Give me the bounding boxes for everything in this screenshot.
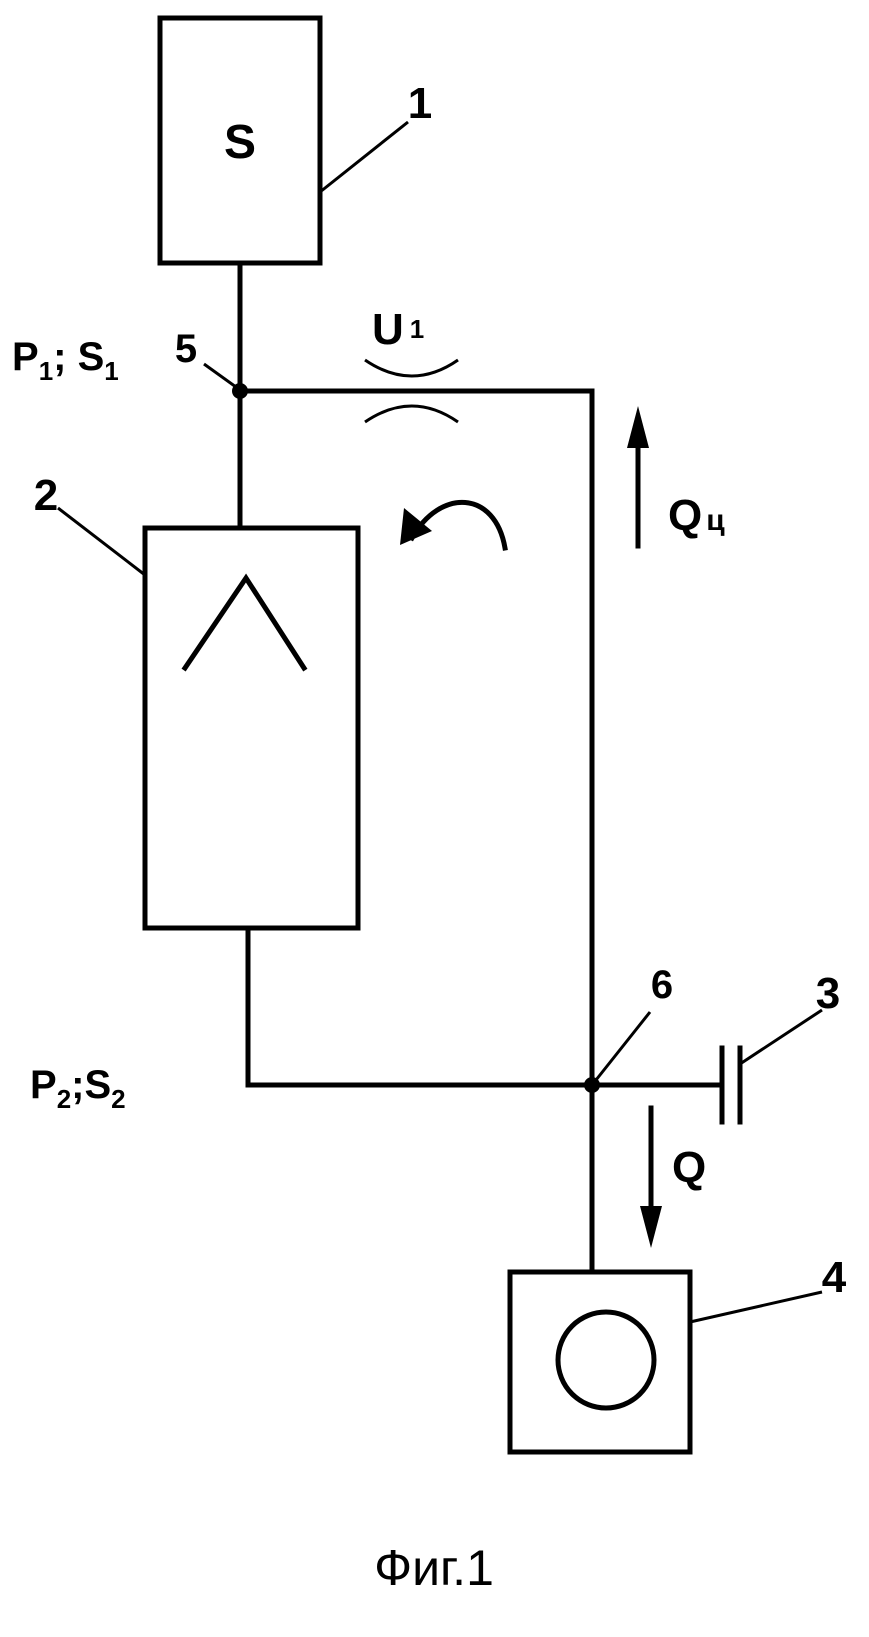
throttle-arc-lower — [365, 406, 458, 422]
circulation-curved-arrow — [412, 502, 505, 548]
block-4-consumer — [510, 1272, 690, 1452]
node-5-state-label: P1; S1 — [12, 335, 119, 386]
throttle-label: U1 — [372, 305, 424, 354]
wire-block-2-to-node-6 — [248, 928, 592, 1085]
output-flow-arrow-head — [640, 1206, 662, 1248]
leader-3 — [740, 1010, 822, 1064]
label-4: 4 — [822, 1253, 847, 1302]
circulation-arrow-head — [400, 508, 432, 545]
circulation-flow-label: Qц — [668, 491, 725, 540]
leader-1 — [320, 122, 408, 192]
leader-4 — [690, 1292, 822, 1322]
output-flow-label: Q — [672, 1143, 706, 1192]
node-6-state-label: P2;S2 — [30, 1063, 126, 1114]
leader-5 — [204, 364, 236, 387]
label-6: 6 — [651, 963, 673, 1007]
figure-caption: Фиг.1 — [374, 1540, 494, 1596]
label-1: 1 — [408, 79, 432, 128]
leader-6 — [596, 1012, 650, 1080]
label-5: 5 — [175, 327, 197, 371]
circulation-flow-arrow-head — [627, 406, 649, 448]
label-2: 2 — [34, 471, 58, 520]
throttle-arc-upper — [365, 360, 458, 376]
leader-2 — [58, 508, 145, 575]
label-3: 3 — [816, 969, 840, 1018]
block-1-symbol: S — [224, 116, 256, 169]
